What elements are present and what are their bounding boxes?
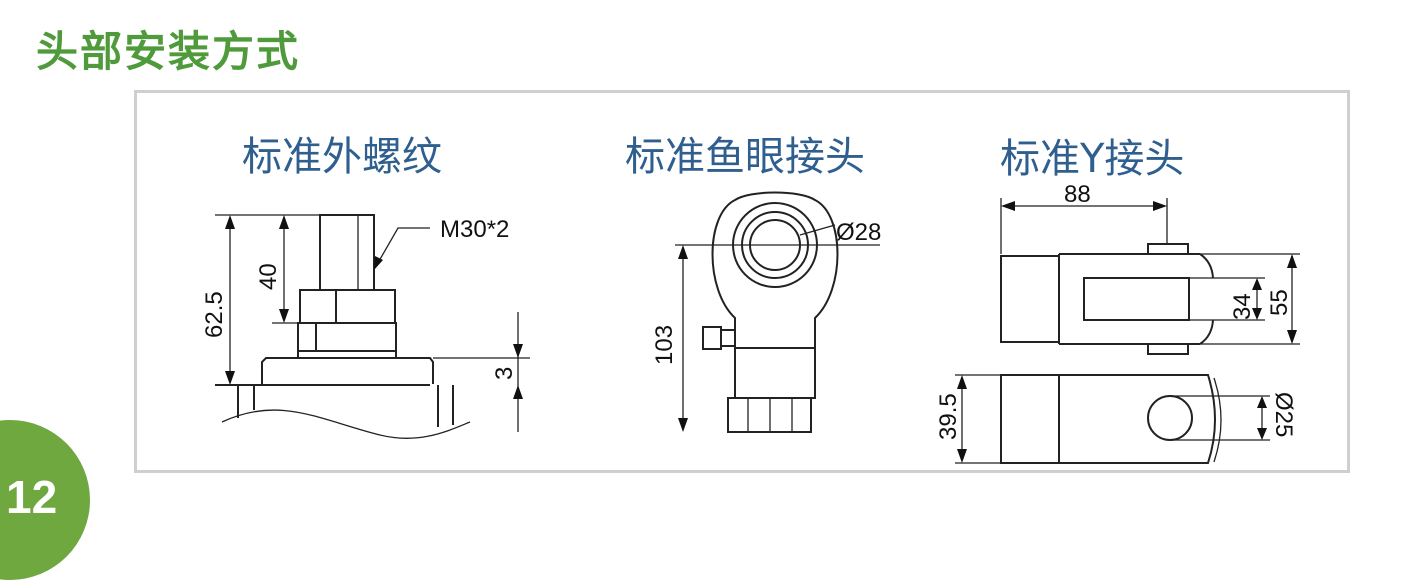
heading-clevis: 标准Y接头: [1000, 136, 1184, 182]
dim-bore: Ø28: [836, 219, 881, 246]
dim-rod-end-height: 103: [651, 325, 678, 365]
external-thread-drawing: 62.5 40 3 M30*2: [201, 214, 530, 439]
heading-external-thread: 标准外螺纹: [242, 134, 442, 180]
clevis-drawing: 88 34 55 39.5 Ø25: [935, 181, 1300, 464]
dim-thickness: 39.5: [935, 393, 962, 440]
page-title: 头部安装方式: [36, 27, 301, 76]
mounting-panel: [134, 90, 1350, 473]
dim-clevis-width: 55: [1266, 289, 1293, 316]
dim-clevis-length: 88: [1064, 181, 1091, 208]
page-number: 12: [6, 471, 58, 523]
dim-flange: 3: [491, 367, 518, 380]
dim-pin: Ø25: [1270, 392, 1297, 437]
heading-rod-end: 标准鱼眼接头: [625, 134, 865, 180]
rod-end-drawing: Ø28 103: [651, 191, 881, 433]
dim-total-height: 62.5: [201, 291, 228, 338]
dim-thread: M30*2: [440, 216, 509, 243]
dim-slot: 34: [1229, 293, 1256, 320]
dim-thread-length: 40: [255, 263, 282, 290]
